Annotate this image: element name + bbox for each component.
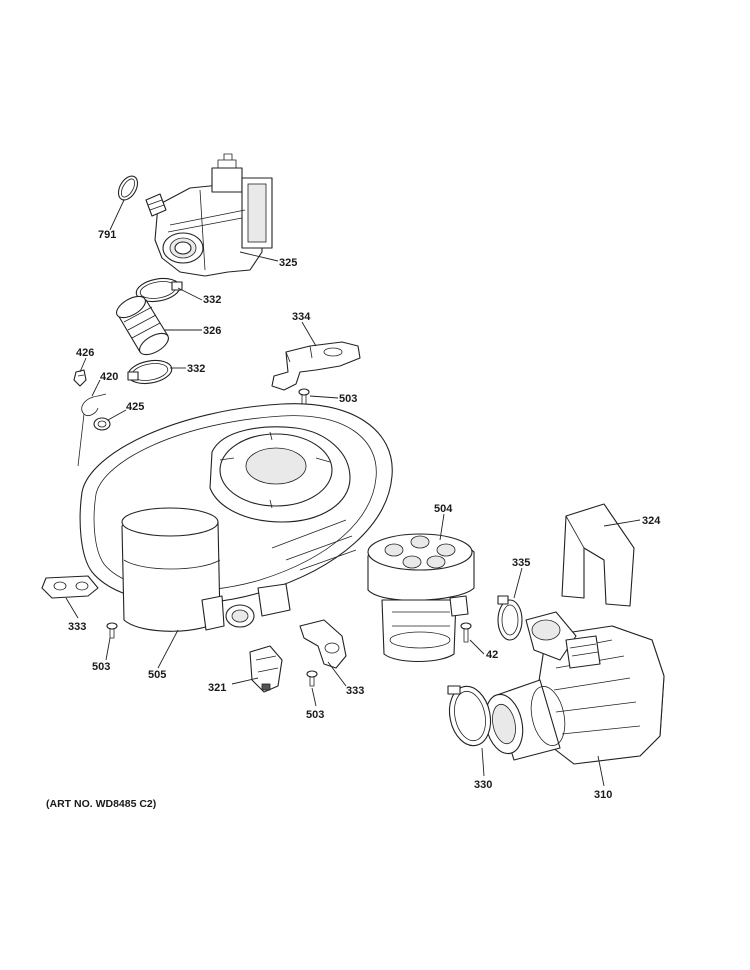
part-333-gasket-right (299, 619, 347, 669)
callout-332-lower: 332 (187, 363, 205, 375)
callout-426: 426 (76, 347, 94, 359)
part-333-gasket-left (41, 575, 99, 599)
callout-504: 504 (434, 503, 453, 515)
callout-321: 321 (208, 682, 226, 694)
part-321-sensor (249, 645, 283, 693)
callout-330: 330 (474, 779, 492, 791)
part-332-hose-clamp-lower (127, 359, 173, 385)
callout-326: 326 (203, 325, 221, 337)
callout-325: 325 (279, 257, 297, 269)
part-330-hose-and-clamp (447, 679, 566, 761)
part-791-o-ring (117, 175, 139, 201)
callout-333-right: 333 (346, 685, 364, 697)
part-420-pin (77, 393, 107, 467)
callout-324: 324 (642, 515, 661, 527)
callout-333-left: 333 (68, 621, 86, 633)
part-503-screw-lower (306, 670, 318, 687)
callout-310: 310 (594, 789, 612, 801)
part-335-clamp (497, 595, 523, 641)
callout-503-lower: 503 (306, 709, 324, 721)
callout-420: 420 (100, 371, 118, 383)
part-504-filter-manifold (367, 533, 475, 662)
callout-334: 334 (292, 311, 311, 323)
callout-335: 335 (512, 557, 530, 569)
part-42-screw (460, 622, 472, 643)
part-503-screw-left (106, 622, 118, 639)
part-334-bracket (271, 341, 361, 391)
callout-42: 42 (486, 649, 498, 661)
callout-503-upper: 503 (339, 393, 357, 405)
callout-425: 425 (126, 401, 144, 413)
part-425-washer (93, 417, 111, 431)
part-503-screw-upper (298, 388, 310, 405)
part-426-clip (73, 369, 87, 387)
part-310-circulation-pump (525, 611, 665, 765)
callout-503-left: 503 (92, 661, 110, 673)
part-326-hose (116, 295, 169, 356)
leader-lines (65, 199, 641, 787)
art-number: (ART NO. WD8485 C2) (46, 798, 156, 810)
part-324-shield (561, 503, 635, 607)
part-505-sump-base (79, 403, 393, 632)
part-332-hose-clamp-upper (135, 277, 183, 303)
part-325-diverter-motor (145, 153, 273, 277)
callout-505: 505 (148, 669, 166, 681)
callout-332-upper: 332 (203, 294, 221, 306)
callout-791: 791 (98, 229, 116, 241)
